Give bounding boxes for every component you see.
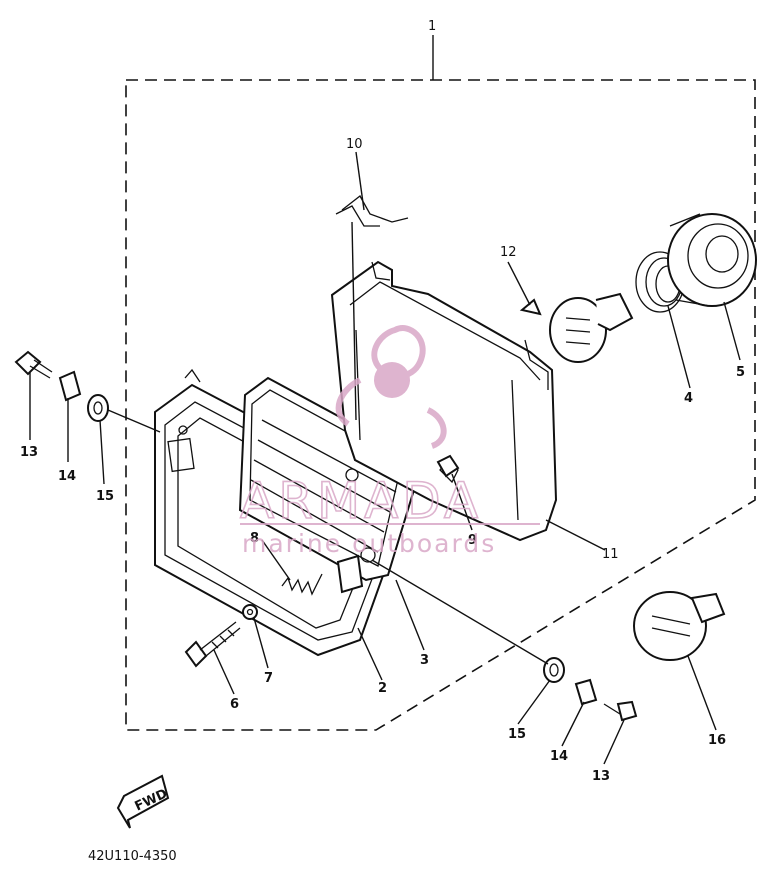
assembly-boundary — [125, 79, 756, 731]
adjusting-screw — [519, 298, 542, 316]
label-13-right: 13 — [592, 769, 610, 784]
label-15-left: 15 — [96, 489, 114, 504]
dust-cover — [667, 213, 757, 307]
label-8: 8 — [250, 531, 259, 546]
leader-15-right — [517, 679, 551, 725]
label-10: 10 — [346, 137, 363, 152]
grommet — [436, 454, 460, 478]
bolt-left — [14, 350, 53, 379]
label-14-left: 14 — [58, 469, 76, 484]
leader-left-chain — [107, 409, 161, 433]
label-7: 7 — [264, 671, 273, 686]
armada-watermark: ARMADA marine outboards — [239, 325, 540, 558]
label-14-right: 14 — [550, 749, 568, 764]
label-4: 4 — [684, 391, 693, 406]
leader-15-left — [99, 419, 105, 485]
label-5: 5 — [736, 365, 745, 380]
label-6: 6 — [230, 697, 239, 712]
leader-3 — [395, 579, 425, 651]
leader-12 — [507, 261, 531, 306]
spring-clip — [335, 195, 409, 227]
svg-text:marine outboards: marine outboards — [242, 529, 496, 558]
washer-7 — [242, 604, 258, 620]
label-13-left: 13 — [20, 445, 38, 460]
leader-14-right — [561, 701, 585, 747]
collar-right — [574, 678, 598, 706]
pilot-bulb — [633, 591, 726, 661]
leader-8 — [261, 539, 291, 581]
fwd-direction-tag: FWD — [116, 774, 170, 829]
label-16: 16 — [708, 733, 726, 748]
leader-10-down — [351, 221, 357, 421]
diagram-code: 42U110-4350 — [88, 849, 177, 864]
label-3: 3 — [420, 653, 429, 668]
leader-13-right — [603, 719, 625, 765]
adjusting-spring — [281, 573, 323, 596]
leader-right-chain — [371, 559, 549, 665]
label-15-right: 15 — [508, 727, 526, 742]
leader-5 — [723, 301, 741, 361]
grommet-left — [87, 394, 109, 422]
label-11: 11 — [602, 547, 619, 562]
leader-16 — [687, 655, 717, 731]
leader-2 — [357, 627, 383, 681]
svg-text:ARMADA: ARMADA — [240, 472, 482, 530]
headlight-bulb — [549, 292, 634, 363]
collar-left — [58, 370, 82, 402]
bolt-right — [603, 700, 638, 722]
leader-9 — [451, 473, 473, 531]
label-12: 12 — [500, 245, 517, 260]
leader-11 — [545, 519, 606, 551]
label-9: 9 — [468, 533, 477, 548]
label-1: 1 — [428, 19, 436, 34]
grommet-right — [543, 657, 565, 683]
sealed-beam-unit — [238, 376, 422, 594]
leader-6 — [213, 649, 235, 695]
leader-7 — [253, 617, 269, 669]
leader-10 — [355, 151, 365, 211]
leader-4 — [667, 305, 691, 389]
mounting-bolt — [184, 621, 241, 668]
label-2: 2 — [378, 681, 387, 696]
